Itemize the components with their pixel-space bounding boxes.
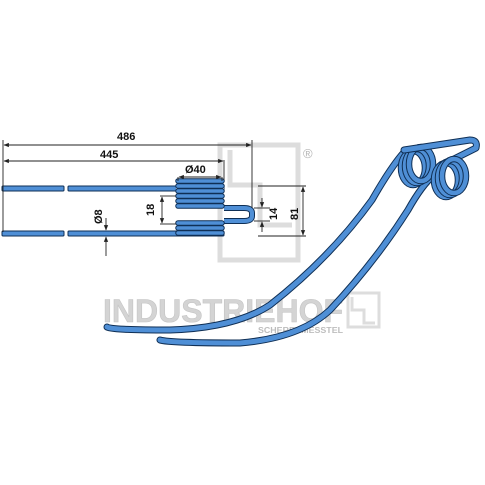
upper-coil — [175, 178, 225, 209]
side-view — [103, 136, 480, 347]
dim-leg-spacing: 14 — [268, 207, 280, 220]
dim-coil-offset: 18 — [145, 204, 157, 216]
dim-leg-length: 445 — [100, 149, 118, 161]
dim-wire-diameter: Ø8 — [93, 209, 105, 224]
dim-total-height: 81 — [289, 208, 301, 220]
lower-coil — [175, 220, 225, 236]
front-view — [1, 178, 255, 237]
dim-overall-length: 486 — [117, 131, 135, 143]
registered-mark: ® — [303, 146, 313, 161]
dim-coil-diameter: Ø40 — [185, 164, 206, 176]
dimension-lines — [2, 140, 306, 256]
side-coil-right — [430, 155, 470, 201]
